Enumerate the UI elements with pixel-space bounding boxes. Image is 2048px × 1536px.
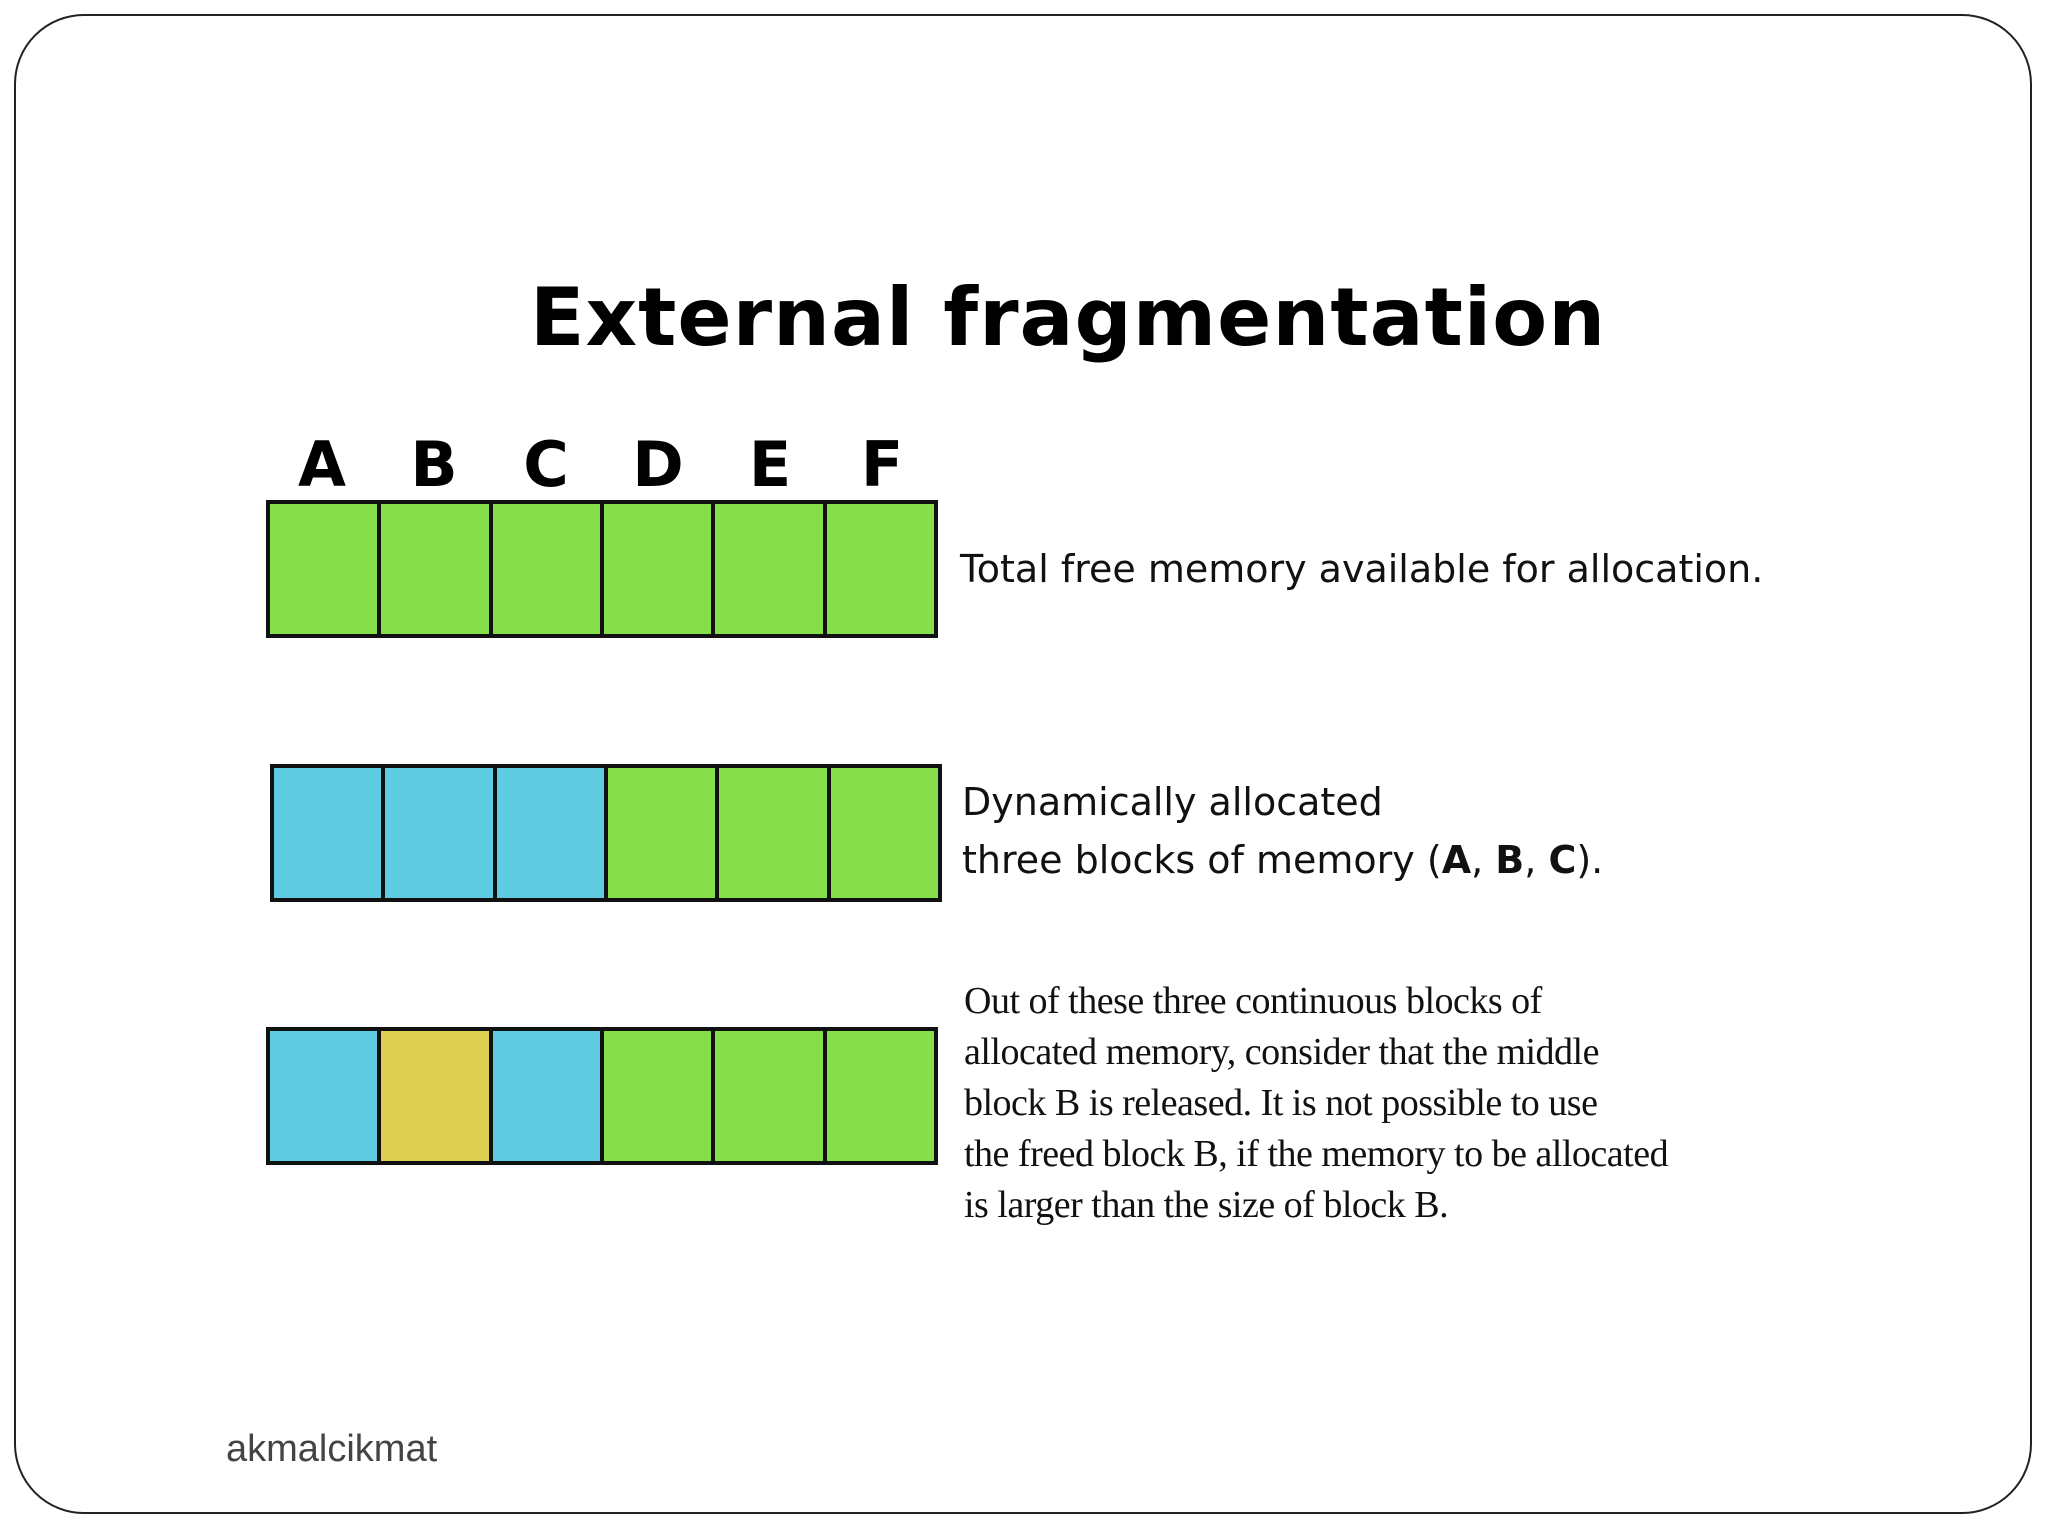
slide-title: External fragmentation <box>529 271 1607 364</box>
memory-block-free <box>715 504 827 634</box>
row3-description-line: is larger than the size of block B. <box>964 1184 1449 1226</box>
memory-block-released <box>381 1031 493 1161</box>
row2-description: Dynamically allocated three blocks of me… <box>962 773 1603 889</box>
block-label-b: B <box>410 428 458 501</box>
memory-block-free <box>603 1031 716 1161</box>
memory-block-free <box>826 504 934 634</box>
memory-block-free <box>715 1031 827 1161</box>
block-labels: A B C D E F <box>266 420 938 510</box>
memory-block-free <box>719 768 831 898</box>
row3-description: Out of these three continuous blocks of … <box>964 976 1669 1231</box>
block-label-d: D <box>632 428 684 501</box>
row2-text-suffix: ). <box>1576 838 1604 882</box>
row3-description-line: block B is released. It is not possible … <box>964 1082 1598 1124</box>
row2-text-a: A <box>1441 838 1472 882</box>
memory-block-allocated <box>274 768 386 898</box>
memory-bar-free <box>266 500 938 638</box>
row3-description-line: allocated memory, consider that the midd… <box>964 1031 1599 1073</box>
memory-block-allocated <box>385 768 497 898</box>
memory-block-free <box>830 768 938 898</box>
block-label-a: A <box>298 428 346 501</box>
row2-text-sep2: , <box>1524 838 1549 882</box>
author-watermark: akmalcikmat <box>226 1428 438 1470</box>
row2-text-prefix: three blocks of memory ( <box>962 838 1442 882</box>
row2-text-b: B <box>1495 838 1525 882</box>
memory-block-allocated <box>492 1031 604 1161</box>
memory-bar-fragmented <box>266 1027 938 1165</box>
row3-description-line: the freed block B, if the memory to be a… <box>964 1133 1669 1175</box>
row2-text-sep1: , <box>1471 838 1496 882</box>
memory-block-free <box>603 504 716 634</box>
memory-bar-allocated <box>270 764 942 902</box>
block-label-e: E <box>748 428 792 501</box>
row1-description: Total free memory available for allocati… <box>960 547 1764 591</box>
memory-block-free <box>381 504 493 634</box>
row3-description-line: Out of these three continuous blocks of <box>964 980 1542 1022</box>
memory-block-allocated <box>496 768 608 898</box>
block-label-f: F <box>860 428 904 501</box>
block-label-c: C <box>523 428 569 501</box>
row2-description-line2: three blocks of memory (A, B, C). <box>962 831 1603 889</box>
memory-block-free <box>607 768 720 898</box>
memory-block-allocated <box>270 1031 382 1161</box>
memory-block-free <box>826 1031 934 1161</box>
row2-text-c: C <box>1548 838 1577 882</box>
slide: External fragmentation A B C D E F Total… <box>14 14 2032 1514</box>
row2-description-line1: Dynamically allocated <box>962 780 1383 824</box>
memory-block-free <box>270 504 382 634</box>
memory-block-free <box>492 504 604 634</box>
